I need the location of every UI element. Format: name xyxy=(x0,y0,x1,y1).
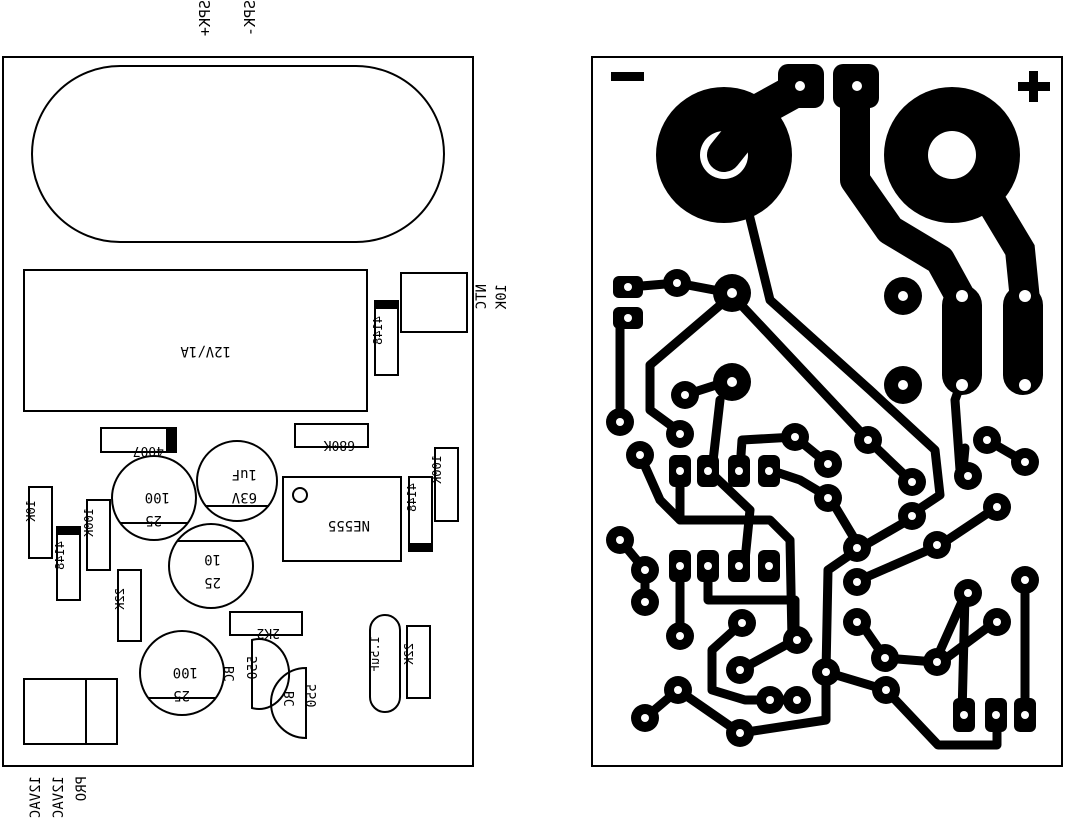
cap-c2-voltage: 63V xyxy=(231,489,257,505)
transistor-t1-type: BC xyxy=(223,666,238,682)
round-pads xyxy=(606,269,1039,747)
resistor-2k2-body xyxy=(229,611,303,636)
diode-4007-label: 4007 xyxy=(133,443,164,458)
trace-pwr-left xyxy=(942,285,982,395)
resistor-680k-body xyxy=(294,423,369,448)
cap-c1-value: 100 xyxy=(145,489,170,505)
label-ac-in-2: 12VAC xyxy=(51,776,67,818)
trace-spk-pos-lead xyxy=(840,73,977,315)
transistor-t2-type: BC xyxy=(283,691,298,707)
resistor-22k-left-label: 22K xyxy=(113,588,127,610)
cap-c1-voltage: 25 xyxy=(145,512,162,528)
resistor-22k-right-label: 22K xyxy=(402,643,416,665)
rect-pads xyxy=(613,276,1036,732)
cap-c4-value: 100 xyxy=(173,664,198,680)
terminal-block xyxy=(23,678,118,745)
transistor-t2-body xyxy=(270,666,307,740)
transistor-t2-num: 550 xyxy=(305,684,320,707)
diode-left-band xyxy=(57,527,80,535)
ic-ne555-label: NE555 xyxy=(328,517,370,533)
resistor-100k-right-body xyxy=(434,447,459,522)
silkscreen-layout: SPK+ SPK- 12V/1A 10K NTC 4148 4007 680K … xyxy=(2,0,510,818)
diode-left-label: 4148 xyxy=(53,541,67,570)
cap-c3-voltage: 25 xyxy=(204,574,221,590)
minus-mark xyxy=(611,72,644,81)
label-spk-neg: SPK- xyxy=(241,0,259,36)
diode-right-band xyxy=(409,543,432,551)
trace-pwr-right xyxy=(1003,285,1043,395)
silkscreen-board-outline xyxy=(2,56,474,767)
ic-ne555-body xyxy=(282,476,402,562)
resistor-100k-right-label: 100K xyxy=(430,455,444,485)
copper-layout xyxy=(591,56,1063,767)
ntc-type: NTC xyxy=(474,284,490,309)
transformer-body xyxy=(23,269,368,412)
label-ac-in-1: 12VAC xyxy=(28,776,44,818)
cap-c3-value: 10 xyxy=(204,551,221,567)
diode-4007-band xyxy=(166,428,176,452)
cap-c5-body xyxy=(369,614,401,713)
cap-c5-label: 1.5uF xyxy=(368,636,382,672)
resistor-10k-label: 10K xyxy=(24,500,38,522)
diode-right-label: 4148 xyxy=(405,483,419,512)
resistor-22k-left-body xyxy=(117,569,142,642)
resistor-100k-left-body xyxy=(86,499,111,571)
ntc-value: 10K xyxy=(494,284,510,310)
cap-c4-body xyxy=(139,630,225,716)
diode-top-label: 4148 xyxy=(371,316,385,345)
diode-top-band xyxy=(375,301,398,309)
ntc-body xyxy=(400,272,468,333)
label-spk-pos: SPK+ xyxy=(196,0,214,36)
cap-c4-voltage: 25 xyxy=(173,687,190,703)
plus-mark xyxy=(1018,71,1050,102)
resistor-2k2-label: 2K2 xyxy=(257,625,280,640)
resistor-680k-label: 680K xyxy=(324,437,355,452)
copper-board-outline xyxy=(591,56,1063,767)
resistor-22k-right-body xyxy=(406,625,431,699)
transformer-label: 12V/1A xyxy=(180,343,231,359)
cap-c1-body xyxy=(111,455,197,541)
ic-ne555-pin1-mark xyxy=(292,487,308,503)
label-prot: PRO xyxy=(74,776,90,801)
cap-c2-value: 1uF xyxy=(232,466,257,482)
resistor-10k-body xyxy=(28,486,53,559)
transistor-t1-body xyxy=(251,638,291,710)
resistor-100k-left-label: 100K xyxy=(82,508,96,538)
trace-spk-pos-bus xyxy=(975,185,1040,315)
heatsink-oval xyxy=(31,65,445,243)
cap-c3-body xyxy=(168,523,254,609)
transistor-t1-num: 550 xyxy=(246,656,261,679)
cap-c2-body xyxy=(196,440,278,522)
